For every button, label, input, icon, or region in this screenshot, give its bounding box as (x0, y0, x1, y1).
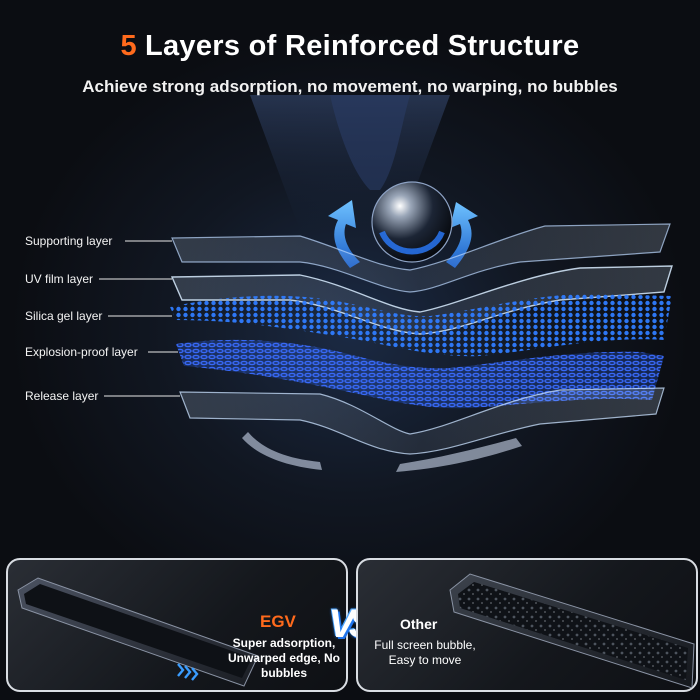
egv-description: Super adsorption, Unwarped edge, No bubb… (227, 636, 340, 680)
egv-comparison-panel: EGV Super adsorption, Unwarped edge, No … (6, 558, 348, 692)
explosion-proof-mesh (176, 339, 664, 409)
label-explosion-proof-layer: Explosion-proof layer (25, 345, 138, 359)
other-title: Other (400, 616, 438, 632)
press-arm (330, 95, 410, 190)
label-supporting-layer: Supporting layer (25, 234, 113, 248)
title-text: Layers of Reinforced Structure (144, 30, 580, 62)
other-description: Full screen bubble, Easy to move (374, 638, 476, 667)
title-number: 5 (120, 30, 137, 62)
release-film (179, 387, 665, 455)
silica-gel-mesh (170, 293, 672, 357)
arrow-left-icon (328, 200, 360, 268)
arrow-right-icon (446, 202, 478, 268)
label-silica-gel-layer: Silica gel layer (25, 309, 103, 323)
egv-title: EGV (260, 612, 296, 631)
label-release-layer: Release layer (25, 389, 99, 403)
release-strip-left (242, 432, 322, 470)
label-uv-film-layer: UV film layer (25, 272, 94, 286)
layer-diagram (99, 95, 673, 472)
other-comparison-panel: Other Full screen bubble, Easy to move (356, 558, 698, 692)
egv-phone-image (17, 577, 259, 687)
supporting-film (171, 223, 671, 293)
release-strip-right (396, 438, 522, 472)
other-phone-image (449, 573, 695, 689)
egv-chevrons-icon (177, 663, 199, 681)
page-subtitle: Achieve strong adsorption, no movement, … (82, 77, 618, 96)
